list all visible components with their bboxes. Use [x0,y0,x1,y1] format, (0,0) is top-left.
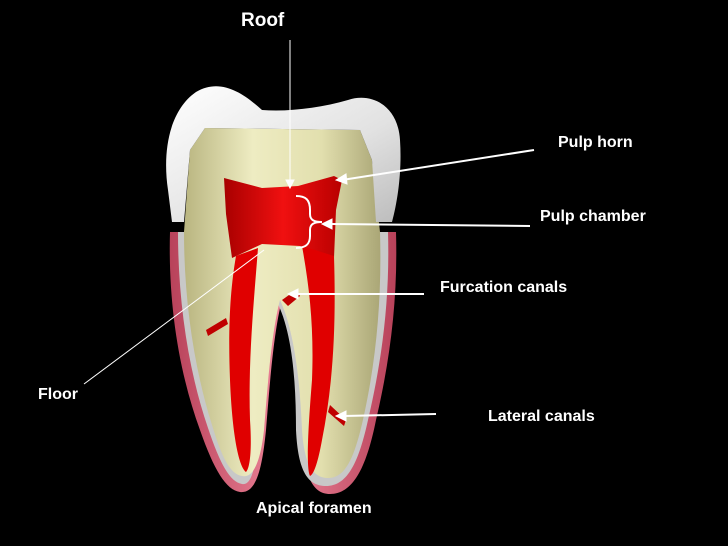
lateral-canals-label: Lateral canals [488,408,595,425]
dentin-body [184,128,381,478]
leader-lines [83,40,535,422]
right-root-canal [302,246,335,476]
floor-label: Floor [38,386,78,403]
roof-arrowhead [285,179,295,190]
pulp-chamber-leader [329,223,531,227]
floor-leader [83,249,265,385]
pulp-chamber-brace [295,195,323,249]
lateral-canal-shape-2 [206,318,228,336]
pulp-chamber-shape [224,176,342,258]
lateral-canals-leader [343,413,437,417]
pulp-horn-leader [341,149,535,181]
lateral-canals-arrowhead [334,410,347,422]
pulp-chamber-arrowhead [320,218,333,230]
roof-label: Roof [241,10,285,31]
pulp-chamber-label: Pulp chamber [540,208,646,225]
pulp-horn-label: Pulp horn [558,134,633,151]
left-root-canal [229,248,258,472]
enamel-crown [166,86,401,222]
pulp-horn-arrowhead [334,173,348,185]
furcation-arrowhead [286,288,299,300]
furcation-canals-label: Furcation canals [440,279,568,296]
apical-foramen-label: Apical foramen [256,500,372,517]
